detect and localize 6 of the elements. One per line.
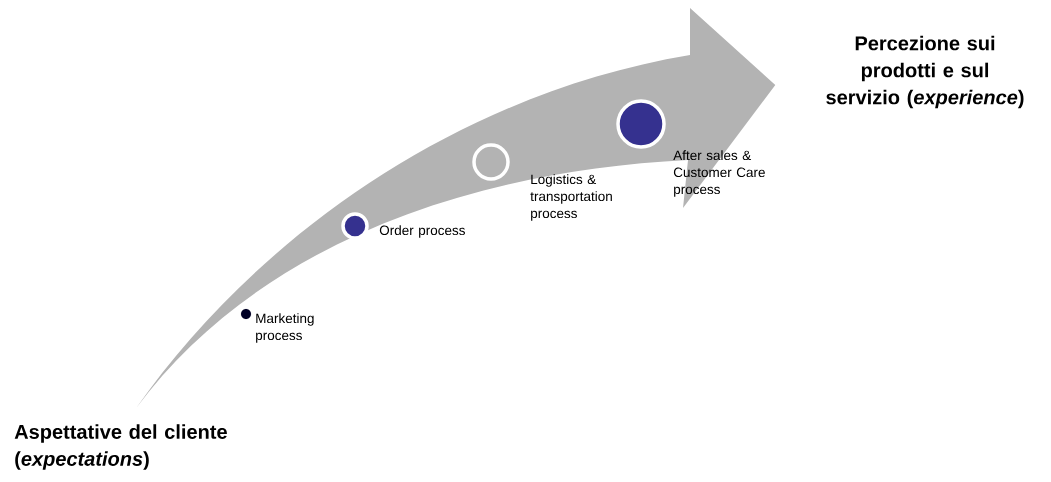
process-label: Order process (379, 225, 465, 238)
stage-heading: Aspettative del cliente (expectations) (14, 424, 227, 470)
process-label: Marketing process (256, 313, 314, 343)
process-label: After sales & Customer Care process (673, 150, 765, 197)
process-label: Logistics & transportation process (530, 174, 612, 221)
stage-heading: Percezione sui prodotti e sul servizio (experience) (826, 35, 1024, 109)
